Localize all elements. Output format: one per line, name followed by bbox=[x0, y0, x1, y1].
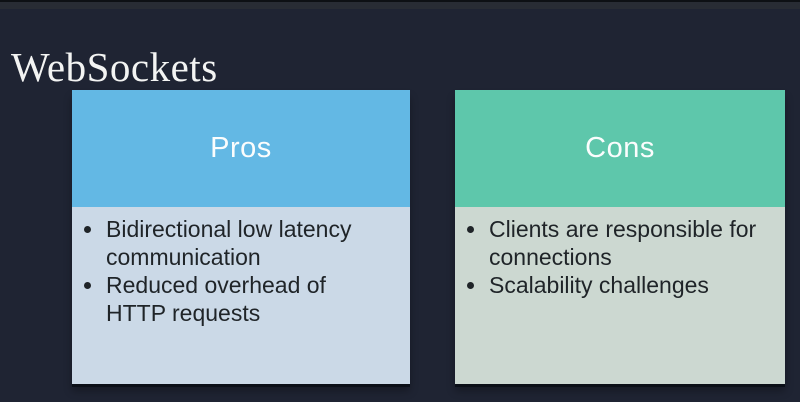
cons-list-item: Clients are responsible for connections bbox=[488, 215, 779, 271]
pros-list: Bidirectional low latency communication … bbox=[72, 215, 404, 327]
cons-card-body: Clients are responsible for connections … bbox=[455, 207, 785, 384]
pros-list-item: Bidirectional low latency communication bbox=[105, 215, 404, 271]
cons-card: Cons Clients are responsible for connect… bbox=[455, 90, 785, 384]
pros-card: Pros Bidirectional low latency communica… bbox=[72, 90, 410, 384]
pros-list-item: Reduced overhead of HTTP requests bbox=[105, 271, 404, 327]
pros-card-header: Pros bbox=[72, 90, 410, 207]
pros-card-title: Pros bbox=[210, 132, 272, 164]
slide-title: WebSockets bbox=[11, 44, 218, 91]
top-bar bbox=[0, 0, 800, 9]
cons-card-title: Cons bbox=[585, 132, 655, 164]
pros-card-body: Bidirectional low latency communication … bbox=[72, 207, 410, 384]
cons-list-item: Scalability challenges bbox=[488, 271, 779, 299]
cons-list: Clients are responsible for connections … bbox=[455, 215, 779, 299]
cons-card-header: Cons bbox=[455, 90, 785, 207]
